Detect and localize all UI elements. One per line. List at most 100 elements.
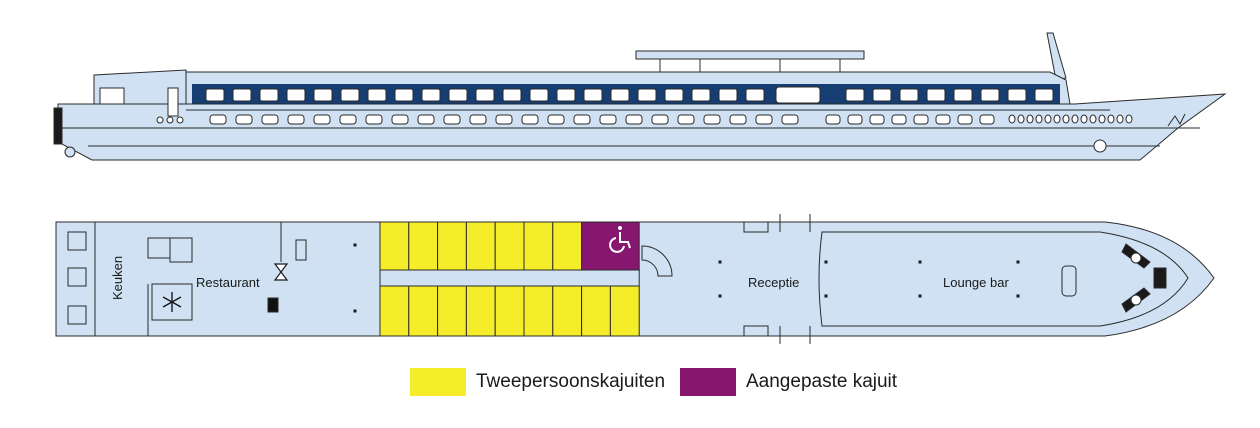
upper-window bbox=[691, 88, 711, 102]
lounge-window bbox=[775, 86, 821, 104]
double-cabin bbox=[552, 285, 583, 337]
upper-window bbox=[610, 88, 630, 102]
kitchen-block bbox=[169, 237, 193, 263]
double-cabin bbox=[581, 285, 611, 337]
mast bbox=[1046, 32, 1067, 81]
cabin-window bbox=[443, 114, 461, 125]
cabin-window bbox=[495, 114, 513, 125]
cabin-window bbox=[339, 114, 357, 125]
restaurant-column bbox=[267, 297, 279, 313]
porthole bbox=[1026, 114, 1034, 124]
cabin-window bbox=[957, 114, 973, 125]
stern-storage bbox=[67, 231, 87, 251]
cabin-window bbox=[521, 114, 539, 125]
snowflake-icon bbox=[162, 292, 182, 312]
porthole bbox=[1008, 114, 1016, 124]
lounge-stair bbox=[1061, 265, 1077, 297]
upper-window bbox=[313, 88, 333, 102]
cabin-block bbox=[379, 221, 640, 337]
cabin-window bbox=[847, 114, 863, 125]
reception-stairs bbox=[743, 325, 769, 337]
upper-window bbox=[718, 88, 738, 102]
kitchen-label: Keuken bbox=[110, 256, 125, 300]
double-cabin bbox=[494, 221, 525, 271]
double-cabin bbox=[523, 221, 554, 271]
cabin-window bbox=[979, 114, 995, 125]
wheelchair-icon bbox=[609, 226, 631, 253]
ship-side-profile bbox=[53, 32, 1227, 161]
porthole bbox=[1062, 114, 1070, 124]
cabin-window bbox=[313, 114, 331, 125]
porthole bbox=[1125, 114, 1133, 124]
lounge-boundary bbox=[818, 231, 1189, 327]
legend-adapted-cabin: Aangepaste kajuit bbox=[680, 368, 897, 396]
column-dot bbox=[353, 309, 357, 313]
upper-window bbox=[367, 88, 387, 102]
upper-windows bbox=[205, 86, 1054, 104]
double-cabin bbox=[437, 285, 467, 337]
upper-window bbox=[1034, 88, 1054, 102]
upper-window bbox=[448, 88, 468, 102]
column-dots bbox=[353, 243, 1020, 313]
porthole bbox=[1044, 114, 1052, 124]
lounge-label: Lounge bar bbox=[943, 275, 1009, 290]
column-dot bbox=[1016, 294, 1020, 298]
upper-window bbox=[421, 88, 441, 102]
double-cabin bbox=[609, 285, 640, 337]
double-cabin bbox=[523, 285, 554, 337]
upper-window bbox=[980, 88, 1000, 102]
upper-window bbox=[259, 88, 279, 102]
cabin-window bbox=[677, 114, 695, 125]
porthole bbox=[1098, 114, 1106, 124]
cabin-window bbox=[391, 114, 409, 125]
cabin-window bbox=[261, 114, 279, 125]
wheelhouse-door bbox=[167, 87, 179, 117]
cabin-window bbox=[547, 114, 565, 125]
reception-label: Receptie bbox=[748, 275, 799, 290]
stern-storage bbox=[67, 267, 87, 287]
column-dot bbox=[824, 260, 828, 264]
double-cabin bbox=[552, 221, 583, 271]
sun-deck-canopy bbox=[635, 50, 865, 60]
column-dot bbox=[353, 243, 357, 247]
cabin-window bbox=[913, 114, 929, 125]
upper-window bbox=[899, 88, 919, 102]
cabin-window bbox=[287, 114, 305, 125]
cabin-window bbox=[573, 114, 591, 125]
upper-window bbox=[953, 88, 973, 102]
upper-window bbox=[340, 88, 360, 102]
cabin-window bbox=[209, 114, 227, 125]
legend-swatch-adapted bbox=[680, 368, 736, 396]
stern-storage bbox=[67, 305, 87, 325]
reception-stairs bbox=[743, 221, 769, 233]
winch bbox=[1153, 267, 1167, 289]
upper-window bbox=[745, 88, 765, 102]
restaurant-label: Restaurant bbox=[196, 275, 260, 290]
double-cabin bbox=[408, 285, 439, 337]
porthole bbox=[156, 116, 164, 124]
legend-label-adapted: Aangepaste kajuit bbox=[746, 371, 898, 392]
deck-plan bbox=[55, 214, 1215, 344]
cabin-window bbox=[729, 114, 747, 125]
hourglass-icon bbox=[273, 263, 289, 281]
lift-shaft bbox=[295, 239, 307, 261]
double-cabin bbox=[465, 285, 496, 337]
upper-window bbox=[664, 88, 684, 102]
cabin-window bbox=[469, 114, 487, 125]
upper-window bbox=[1007, 88, 1027, 102]
upper-window bbox=[232, 88, 252, 102]
upper-window bbox=[926, 88, 946, 102]
bow-mark bbox=[1167, 113, 1186, 127]
upper-window bbox=[556, 88, 576, 102]
capstan bbox=[1130, 294, 1142, 306]
staircase bbox=[641, 245, 673, 277]
cabin-window bbox=[891, 114, 907, 125]
double-cabin bbox=[494, 285, 525, 337]
cabin-window bbox=[365, 114, 383, 125]
cabin-window bbox=[703, 114, 721, 125]
porthole bbox=[1089, 114, 1097, 124]
cabin-window bbox=[235, 114, 253, 125]
double-cabin bbox=[379, 221, 410, 271]
porthole bbox=[1053, 114, 1061, 124]
